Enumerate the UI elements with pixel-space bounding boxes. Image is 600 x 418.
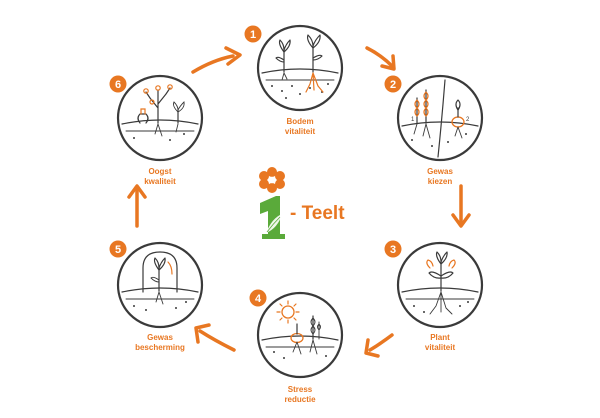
step-1-badge (244, 25, 262, 43)
bell-jar-protection-icon (121, 251, 199, 311)
step-6-label-line-1: Oogst (148, 167, 171, 176)
step-5-label-line-1: Gewas (147, 333, 173, 342)
step-6-number: 6 (115, 79, 121, 91)
arrow-1-to-2 (365, 46, 396, 71)
step-3-number: 3 (390, 244, 396, 256)
arrow-2-to-3 (451, 184, 471, 228)
arrow-5-to-6 (127, 184, 147, 228)
teelt-logo: - Teelt (259, 167, 345, 239)
step-3-badge (384, 240, 402, 258)
soil-plants-icon (261, 34, 339, 99)
step-3: 3 Plant vitaliteit (384, 240, 484, 352)
step-1: 1 Bodem vitaliteit (244, 24, 344, 136)
step-4-number: 4 (255, 293, 262, 305)
step-2: 1 2 2 Gewas kiezen (384, 74, 484, 186)
step-1-label-line-2: vitaliteit (285, 127, 316, 136)
step-4-label-line-1: Stress (288, 385, 313, 394)
step-6-circle (116, 74, 204, 162)
vital-plant-icon (401, 251, 479, 315)
arrow-4-to-5 (194, 323, 236, 352)
harvest-tree-icon (121, 84, 199, 141)
option-2-label: 2 (466, 117, 470, 123)
step-2-badge (384, 75, 402, 93)
step-1-number: 1 (250, 29, 256, 41)
step-5-label-line-2: bescherming (135, 343, 185, 352)
arrow-3-to-4 (364, 333, 394, 358)
step-6-badge (109, 75, 127, 93)
step-5-number: 5 (115, 244, 121, 256)
step-3-label-line-2: vitaliteit (425, 343, 456, 352)
brand-name: - Teelt (290, 203, 345, 224)
step-2-label-line-2: kiezen (428, 177, 453, 186)
step-5: 5 Gewas bescherming (109, 240, 204, 352)
step-1-circle (256, 24, 344, 112)
step-1-label-line-1: Bodem (286, 117, 313, 126)
step-4-circle (256, 291, 344, 379)
step-5-circle (116, 241, 204, 329)
step-6-label-line-2: kwaliteit (144, 177, 176, 186)
step-6: 6 Oogst kwaliteit (109, 74, 204, 186)
step-2-label-line-1: Gewas (427, 167, 453, 176)
cycle-arrows (127, 46, 471, 358)
crop-choice-icon: 1 2 (401, 79, 479, 158)
step-3-label-line-1: Plant (430, 333, 450, 342)
option-1-label: 1 (411, 117, 415, 123)
orange-flower-icon (259, 167, 285, 193)
arrow-6-to-1 (191, 46, 242, 74)
step-4-label-line-2: reductie (284, 395, 316, 404)
step-4: 4 Stress reductie (249, 289, 344, 404)
green-one-mark-icon (260, 196, 285, 239)
step-5-badge (109, 240, 127, 258)
step-2-circle (396, 74, 484, 162)
step-4-badge (249, 289, 267, 307)
stress-sun-icon (261, 300, 339, 359)
step-2-number: 2 (390, 79, 396, 91)
